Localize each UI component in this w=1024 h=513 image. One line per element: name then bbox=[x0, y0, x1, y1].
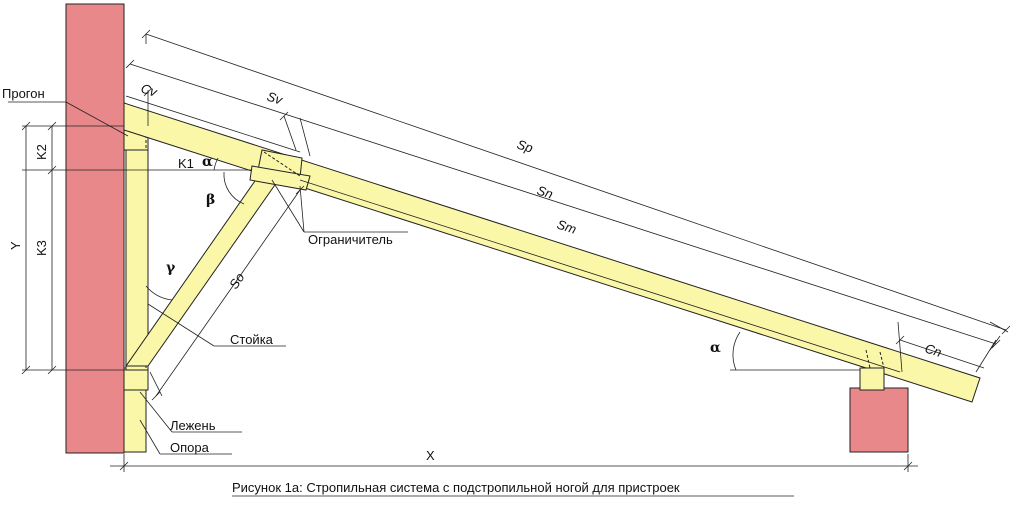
label-so: So bbox=[226, 270, 247, 292]
label-cv: Cv bbox=[139, 81, 160, 101]
label-sn: Sn bbox=[535, 183, 555, 202]
label-cn: Cn bbox=[923, 341, 943, 360]
label-beta: β bbox=[206, 192, 215, 208]
figure-caption: Рисунок 1а: Стропильная система с подстр… bbox=[232, 480, 680, 495]
label-alpha-top: α bbox=[202, 154, 213, 170]
label-k1: K1 bbox=[178, 156, 194, 171]
label-sv: Sv bbox=[265, 89, 285, 108]
label-ogranichitel: Ограничитель bbox=[308, 232, 393, 247]
label-y: Y bbox=[8, 241, 23, 250]
right-support-block bbox=[859, 367, 885, 391]
vertical-post bbox=[125, 127, 149, 371]
label-lezhen: Лежень bbox=[170, 418, 216, 433]
label-sm: Sm bbox=[555, 217, 578, 237]
label-gamma: γ bbox=[166, 260, 176, 276]
main-rafter bbox=[123, 102, 981, 403]
lezhen-beam bbox=[123, 367, 149, 391]
label-progon: Прогон bbox=[2, 86, 45, 101]
label-k2: K2 bbox=[34, 144, 49, 160]
label-sp: Sp bbox=[515, 137, 535, 156]
label-opora: Опора bbox=[170, 440, 210, 455]
label-x: X bbox=[426, 448, 435, 463]
label-alpha-bottom: α bbox=[710, 340, 721, 356]
label-k3: K3 bbox=[34, 240, 49, 256]
right-wall bbox=[849, 387, 909, 453]
left-wall bbox=[65, 3, 125, 454]
label-stoyka: Стойка bbox=[230, 332, 274, 347]
